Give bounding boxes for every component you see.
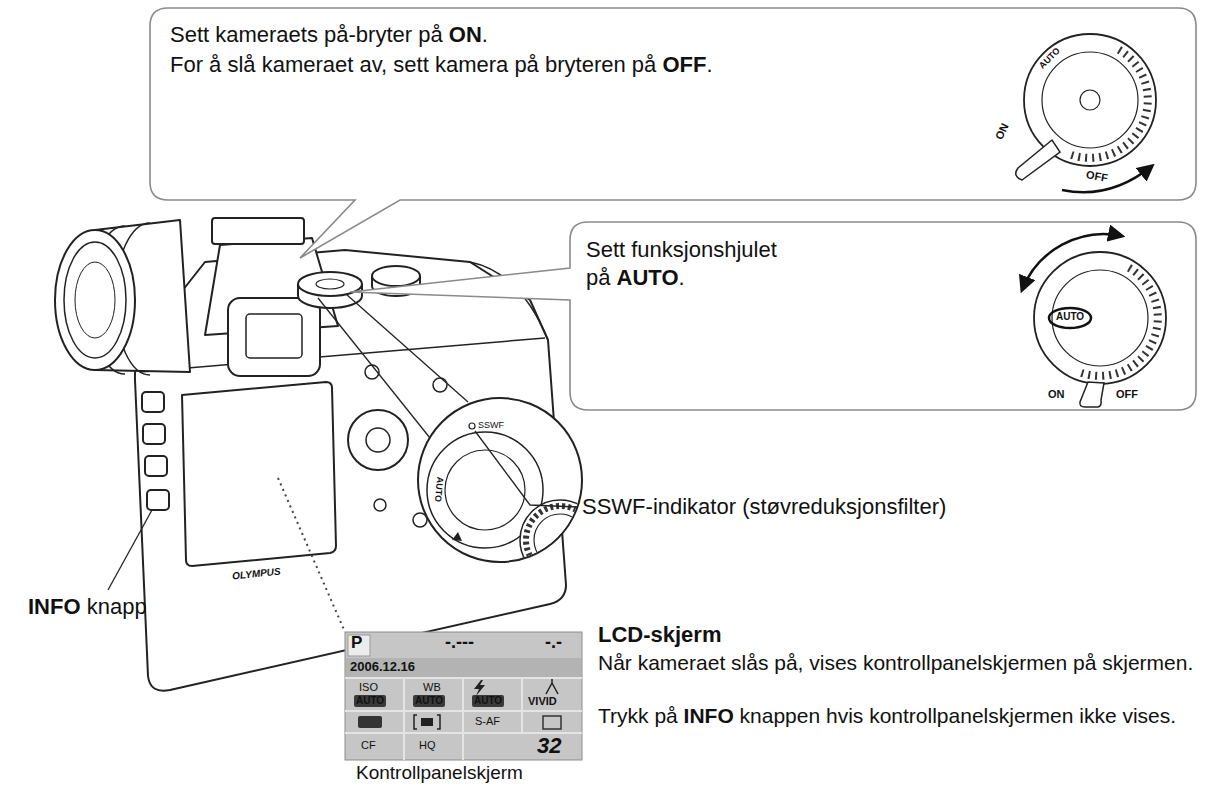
part-label: SSWF-indikator (støvreduksjonsfilter) bbox=[582, 494, 946, 520]
description-text: Når kameraet slås på, vises kontrollpane… bbox=[598, 650, 1203, 676]
button-label: INFO knapp bbox=[28, 594, 147, 620]
panel-readout: -.--- bbox=[445, 632, 474, 654]
callout-bubble: Sett kameraets på-bryter på ON.For å slå… bbox=[150, 8, 1196, 200]
panel-readout: HQ bbox=[419, 739, 436, 752]
panel-readout: VIVID bbox=[528, 695, 557, 708]
control-panel-screen: P-.----.-2006.12.16ISOAUTOWBAUTOAUTOVIVI… bbox=[345, 632, 582, 760]
panel-readout: 32 bbox=[537, 735, 561, 757]
control-panel-graphics bbox=[345, 632, 582, 760]
panel-readout: AUTO bbox=[354, 695, 386, 707]
mode-dial bbox=[1022, 234, 1166, 407]
zoom-lines bbox=[318, 294, 468, 438]
screen-caption: Kontrollpanelskjerm bbox=[356, 762, 523, 784]
switch-marking: OFF bbox=[1116, 388, 1138, 401]
instruction-text: For å slå kameraet av, sett kamera på br… bbox=[170, 50, 990, 80]
panel-readout: -.- bbox=[545, 632, 562, 654]
panel-readout: ISO bbox=[359, 681, 378, 694]
panel-readout: 2006.12.16 bbox=[350, 659, 415, 675]
emphasis: INFO bbox=[684, 704, 734, 727]
description-text: Trykk på INFO knappen hvis kontrollpanel… bbox=[598, 703, 1203, 729]
switch-marking: ON bbox=[1048, 388, 1065, 401]
dial-inset bbox=[418, 398, 600, 580]
leader-lines bbox=[108, 431, 577, 632]
panel-readout: P bbox=[351, 633, 362, 653]
emphasis: AUTO bbox=[617, 265, 679, 290]
panel-readout: CF bbox=[361, 739, 376, 752]
panel-readout: S-AF bbox=[475, 715, 500, 728]
panel-readout: WB bbox=[423, 681, 441, 694]
instruction-text: Sett funksjonshjulet på AUTO. bbox=[586, 236, 791, 292]
callout-bubble-outline bbox=[150, 8, 1196, 258]
panel-readout: AUTO bbox=[472, 695, 504, 707]
indicator-marking: SSWF bbox=[478, 420, 504, 431]
panel-readout: AUTO bbox=[413, 695, 445, 707]
section-heading: LCD-skjerm bbox=[598, 622, 721, 648]
dial-marking: AUTO bbox=[1056, 311, 1084, 323]
emphasis: INFO bbox=[28, 594, 81, 619]
power-dial bbox=[1016, 34, 1156, 192]
emphasis: ON bbox=[449, 22, 482, 47]
instruction-text: Sett kameraets på-bryter på ON. bbox=[170, 20, 990, 50]
callout-bubble: Sett funksjonshjulet på AUTO. bbox=[570, 222, 1196, 410]
emphasis: OFF bbox=[662, 52, 706, 77]
callout-bubble-outline bbox=[350, 222, 1196, 410]
dial-marking: AUTO bbox=[432, 476, 445, 502]
